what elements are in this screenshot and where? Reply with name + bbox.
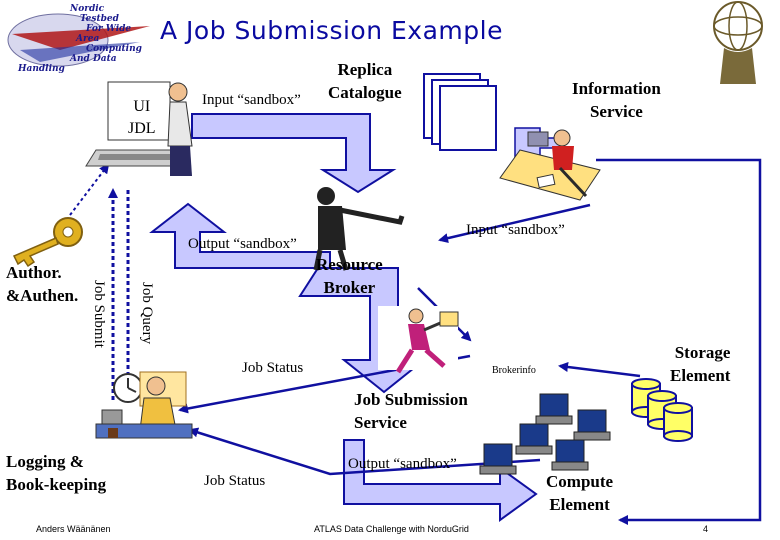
- input-sandbox-right-label: Input “sandbox”: [466, 222, 565, 238]
- presenter-icon: [313, 187, 405, 271]
- logo-line: Nordic: [70, 4, 105, 14]
- job-status-mid-label: Job Status: [242, 360, 304, 376]
- compute-line: Compute: [546, 472, 614, 491]
- output-sandbox-arrow: [149, 202, 331, 269]
- key-icon: [12, 217, 83, 268]
- database-icon: [631, 378, 693, 442]
- globe-logo-icon: [7, 13, 150, 67]
- storage-to-brokerinfo-line: [558, 362, 641, 378]
- ui-label: UI: [133, 98, 151, 115]
- authen-line: &Authen.: [6, 286, 79, 305]
- resource-broker-label: Resource Broker: [316, 253, 383, 299]
- storage-line: Storage: [674, 343, 731, 362]
- brokerinfo-label: Brokerinfo: [492, 365, 536, 376]
- storage-loop-line: [596, 158, 762, 525]
- logo-line: Area: [76, 34, 100, 44]
- broker-line: Broker: [323, 278, 376, 297]
- job-query-label: Job Query: [139, 282, 155, 345]
- service-line: Service: [354, 413, 407, 432]
- information-line: Information: [572, 79, 661, 98]
- replica-line: Replica: [337, 60, 393, 79]
- logo-line: Testbed: [80, 14, 119, 24]
- logging-label: Logging & Book-keeping: [6, 450, 106, 496]
- author-line: Author.: [6, 263, 62, 282]
- clock-icon: [113, 373, 143, 403]
- logo-line: And Data: [70, 54, 117, 64]
- information-service-label: Information Service: [572, 77, 661, 123]
- output-sandbox-bottom-label: Output “sandbox”: [348, 456, 457, 472]
- atlas-statue-icon: [713, 1, 763, 84]
- office-worker-icon: [499, 129, 601, 201]
- output-sandbox-left-label: Output “sandbox”: [188, 236, 297, 252]
- ui-jdl-label: UI JDL: [128, 96, 156, 140]
- catalogue-line: Catalogue: [328, 83, 402, 102]
- logo-line: Computing: [86, 44, 142, 54]
- job-submit-label: Job Submit: [91, 280, 107, 348]
- storage-element-label: Storage Element: [670, 341, 730, 387]
- input-sandbox-arrow: [191, 113, 397, 194]
- jss-to-ce-arrow: [343, 439, 538, 522]
- runner-icon: [378, 306, 459, 374]
- bookkeeping-line: Book-keeping: [6, 475, 107, 494]
- jdl-label: JDL: [128, 120, 156, 137]
- author-label: Author. &Authen.: [6, 261, 78, 307]
- resource-line: Resource: [316, 255, 383, 274]
- compute-element-label: Compute Element: [546, 470, 613, 516]
- element-line: Element: [670, 366, 731, 385]
- job-status-bottom-line: [188, 427, 541, 476]
- job-status-bottom-label: Job Status: [204, 473, 266, 489]
- computer-icon: [479, 393, 611, 475]
- job-submission-service-label: Job Submission Service: [354, 388, 468, 434]
- element-line: Element: [549, 495, 610, 514]
- replica-catalogue-label: Replica Catalogue: [328, 58, 402, 104]
- logo-text: Nordic Testbed For Wide Area Computing A…: [18, 4, 142, 74]
- job-submission-line: Job Submission: [354, 390, 468, 409]
- logging-line: Logging &: [6, 452, 84, 471]
- service-line: Service: [589, 102, 643, 121]
- logo-line: Handling: [18, 64, 65, 74]
- auth-line: [69, 163, 110, 216]
- page-title: A Job Submission Example: [160, 16, 503, 45]
- footer-author: Anders Wäänänen: [36, 524, 111, 534]
- input-sandbox-top-label: Input “sandbox”: [202, 92, 301, 108]
- logging-worker-icon: [95, 371, 193, 439]
- computer-user-icon: [85, 81, 193, 176]
- documents-icon: [423, 73, 497, 151]
- page-number: 4: [703, 524, 709, 534]
- input-sandbox-right-arrow: [438, 203, 591, 244]
- logo-line: For Wide: [86, 24, 132, 34]
- footer-event: ATLAS Data Challenge with NorduGrid: [314, 524, 469, 534]
